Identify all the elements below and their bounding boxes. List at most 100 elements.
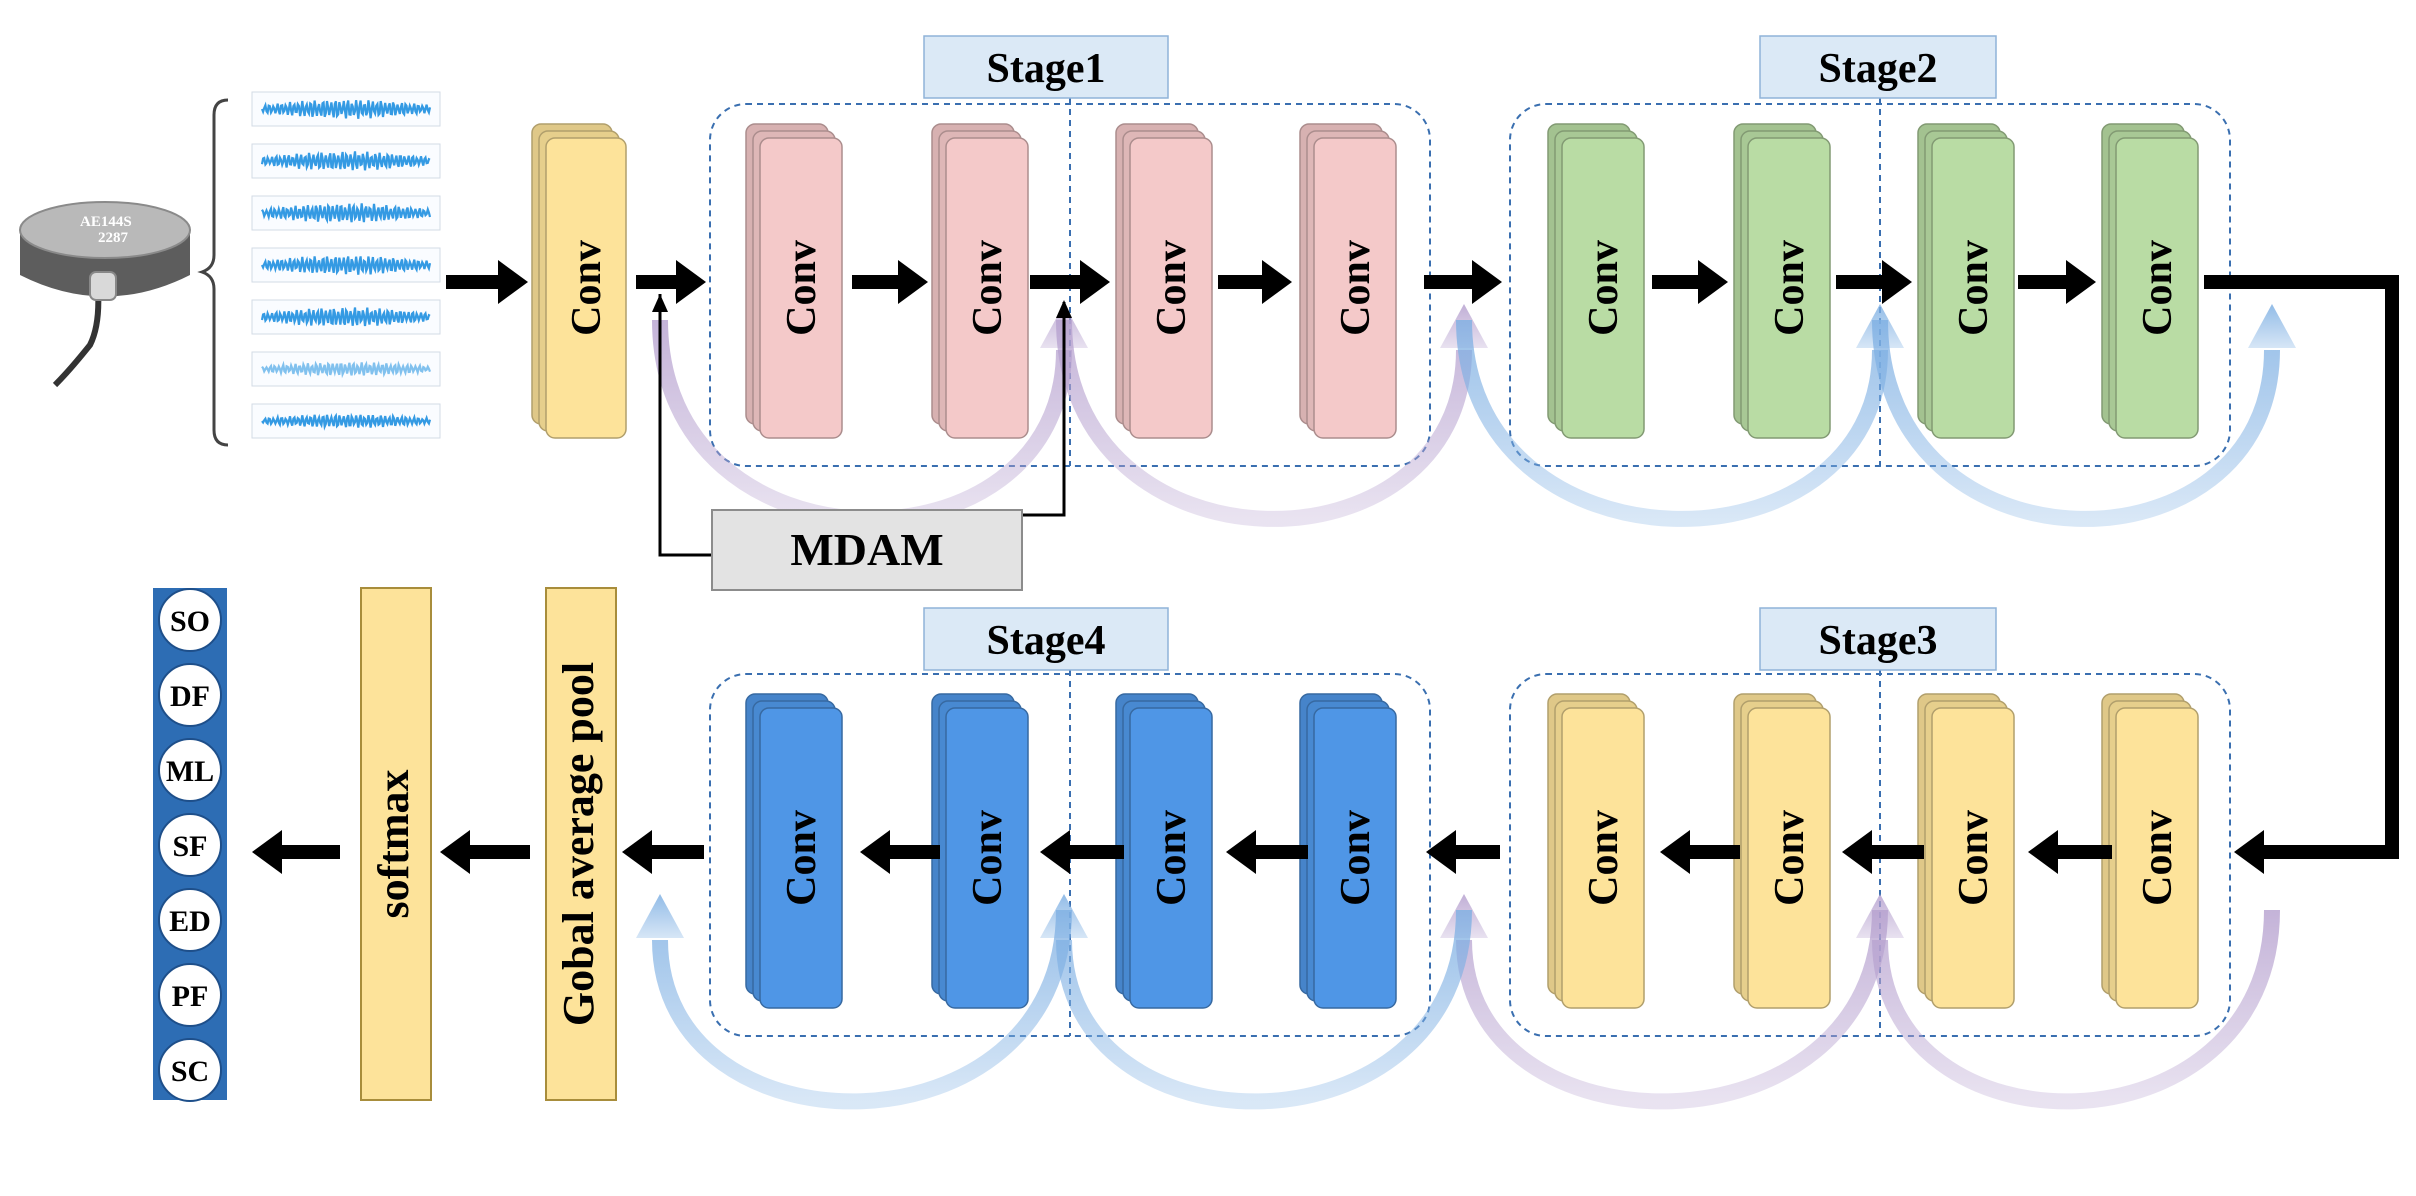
- class-label: PF: [172, 980, 209, 1013]
- sensor-label-line2: 2287: [98, 230, 129, 246]
- conv-label: Conv: [564, 240, 610, 336]
- skip-connection-arc: [1040, 894, 1472, 1110]
- conv-label: Conv: [779, 240, 825, 336]
- stage-3-conv-2: Conv: [1733, 693, 1831, 1009]
- class-label: SF: [172, 830, 207, 863]
- global-average-pool-block: Gobal average pool: [545, 587, 617, 1101]
- stage-title: Stage2: [1819, 46, 1938, 92]
- class-label: ML: [166, 755, 214, 788]
- conv-label: Conv: [1149, 240, 1195, 336]
- arrow-right: [1836, 260, 1912, 304]
- stage-title-tag: [1759, 35, 1997, 99]
- class-label: SC: [171, 1055, 209, 1088]
- arrow-left: [2028, 830, 2112, 874]
- conv-label: Conv: [2135, 240, 2181, 336]
- stage-2-conv-1: Conv: [1547, 123, 1645, 439]
- stage-title-tag: [1759, 607, 1997, 671]
- waveform-trace: [251, 247, 441, 283]
- arrow-left: [1660, 830, 1740, 874]
- skip-connection-arc: [1872, 304, 2296, 527]
- class-item: ED: [158, 888, 222, 952]
- class-item: SC: [158, 1038, 222, 1102]
- class-item: PF: [158, 963, 222, 1027]
- conv-label: Conv: [1581, 810, 1627, 906]
- arrow-right: [446, 260, 528, 304]
- conv-label: Conv: [2135, 810, 2181, 906]
- waveform-trace: [251, 91, 441, 127]
- stage2-to-stage3-connector: [2204, 275, 2399, 874]
- class-item: DF: [158, 663, 222, 727]
- input-conv-block: Conv: [531, 123, 627, 439]
- conv-label: Conv: [1149, 810, 1195, 906]
- residual-skip-arcs: [636, 304, 2296, 1110]
- class-output-column: SO DF ML SF ED PF SC: [153, 588, 227, 1102]
- stage-title-tag: [923, 607, 1169, 671]
- arrow-right: [1424, 260, 1502, 304]
- waveform-trace: [251, 143, 441, 179]
- sensor-label-line1: AE144S: [80, 214, 132, 230]
- stage-1-conv-3: Conv: [1115, 123, 1213, 439]
- conv-label: Conv: [779, 810, 825, 906]
- waveform-trace: [251, 195, 441, 231]
- waveform-trace: [251, 351, 441, 387]
- stage-container: [1509, 673, 2231, 1037]
- conv-label: Conv: [1767, 810, 1813, 906]
- mdam-label: MDAM: [790, 524, 943, 575]
- stage-1-conv-2: Conv: [931, 123, 1029, 439]
- softmax-block: softmax: [360, 587, 432, 1101]
- mdam-module: MDAM: [652, 294, 1072, 591]
- arrow-right: [1652, 260, 1728, 304]
- skip-connection-arc: [636, 894, 1072, 1110]
- stage-title: Stage4: [987, 618, 1106, 664]
- arrow-left: [1426, 830, 1500, 874]
- conv-label: Conv: [965, 240, 1011, 336]
- arrow-right: [2018, 260, 2096, 304]
- arrow-left: [860, 830, 940, 874]
- arrow-right: [1218, 260, 1292, 304]
- class-label: DF: [170, 680, 210, 713]
- stage-2-conv-4: Conv: [2101, 123, 2199, 439]
- arrow-left: [1226, 830, 1308, 874]
- waveform-trace: [251, 403, 441, 439]
- stage-4-conv-3: Conv: [1115, 693, 1213, 1009]
- conv-label: Conv: [1333, 810, 1379, 906]
- softmax-label: softmax: [369, 769, 418, 918]
- conv-label: Conv: [1951, 240, 1997, 336]
- stage-4-conv-1: Conv: [745, 693, 843, 1009]
- class-label: ED: [169, 905, 211, 938]
- arrow-right: [852, 260, 928, 304]
- conv-label: Conv: [965, 810, 1011, 906]
- stage-4-conv-4: Conv: [1299, 693, 1397, 1009]
- stage-1-conv-1: Conv: [745, 123, 843, 439]
- stage-2-conv-3: Conv: [1917, 123, 2015, 439]
- class-item: ML: [158, 738, 222, 802]
- stage-3-conv-1: Conv: [1547, 693, 1645, 1009]
- stage-3-conv-4: Conv: [2101, 693, 2199, 1009]
- flow-arrows: [252, 260, 2399, 874]
- waveform-panel: [197, 91, 441, 447]
- mdam-box: [711, 509, 1023, 591]
- stage-title: Stage3: [1819, 618, 1938, 664]
- stage-title-tag: [923, 35, 1169, 99]
- arrow-right: [1030, 260, 1110, 304]
- input-conv: Conv: [531, 123, 627, 439]
- skip-connection-arc: [1456, 304, 1904, 527]
- conv-label: Conv: [1767, 240, 1813, 336]
- stage-4-conv-2: Conv: [931, 693, 1029, 1009]
- conv-label: Conv: [1581, 240, 1627, 336]
- stage-title: Stage1: [987, 46, 1106, 92]
- arrow-left: [252, 830, 340, 874]
- waveform-trace: [251, 299, 441, 335]
- conv-label: Conv: [1333, 240, 1379, 336]
- sensor-icon: AE144S 2287: [19, 201, 191, 388]
- class-item: SO: [158, 588, 222, 652]
- stage-2-conv-2: Conv: [1733, 123, 1831, 439]
- conv-label: Conv: [1951, 810, 1997, 906]
- stage-3-conv-3: Conv: [1917, 693, 2015, 1009]
- arrow-right: [636, 260, 706, 304]
- arrow-left: [1842, 830, 1924, 874]
- pool-label: Gobal average pool: [554, 662, 603, 1026]
